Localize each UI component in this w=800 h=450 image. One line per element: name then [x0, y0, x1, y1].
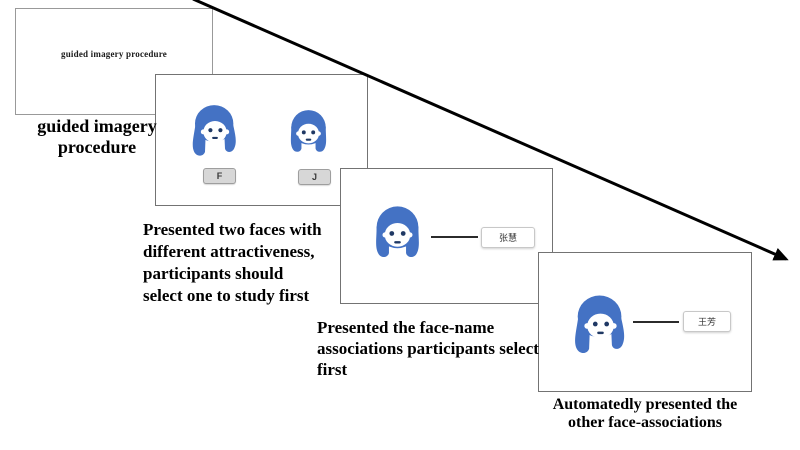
caption-line: Presented the face-name	[317, 318, 495, 337]
key-f-button: F	[203, 168, 236, 184]
screen-text: guided imagery procedure	[61, 49, 167, 59]
caption-line: first	[317, 360, 348, 379]
caption-line: different attractiveness,	[143, 242, 315, 261]
female-face-bob-bangs-icon	[369, 197, 426, 269]
caption-line: Automatedly presented the	[552, 396, 738, 413]
caption-line: guided imagery	[37, 116, 157, 136]
association-line	[633, 321, 679, 323]
caption-line: other face-associations	[568, 414, 722, 431]
association-line	[431, 236, 478, 238]
female-face-long-swept-hair-icon	[190, 101, 240, 161]
screen-face-selection: F J	[155, 74, 368, 206]
caption-face-selection: Presented two faces with different attra…	[143, 219, 373, 307]
female-face-long-swept-hair-icon	[572, 289, 629, 361]
name-label-box: 张慧	[481, 227, 535, 248]
caption-line: participants should	[143, 264, 284, 283]
screen-other-association: 王芳	[538, 252, 752, 392]
caption-line: procedure	[57, 137, 137, 157]
caption-guided-imagery: guided imagery procedure	[12, 116, 182, 158]
caption-selected-association: Presented the face-name associations par…	[317, 317, 562, 380]
caption-line: Presented two faces with	[143, 220, 322, 239]
female-face-bob-bangs-icon	[285, 104, 332, 160]
caption-other-association: Automatedly presented the other face-ass…	[536, 396, 754, 432]
name-label-box: 王芳	[683, 311, 731, 332]
key-j-button: J	[298, 169, 331, 185]
caption-line: associations participants select	[317, 339, 539, 358]
caption-line: select one to study first	[143, 286, 310, 305]
